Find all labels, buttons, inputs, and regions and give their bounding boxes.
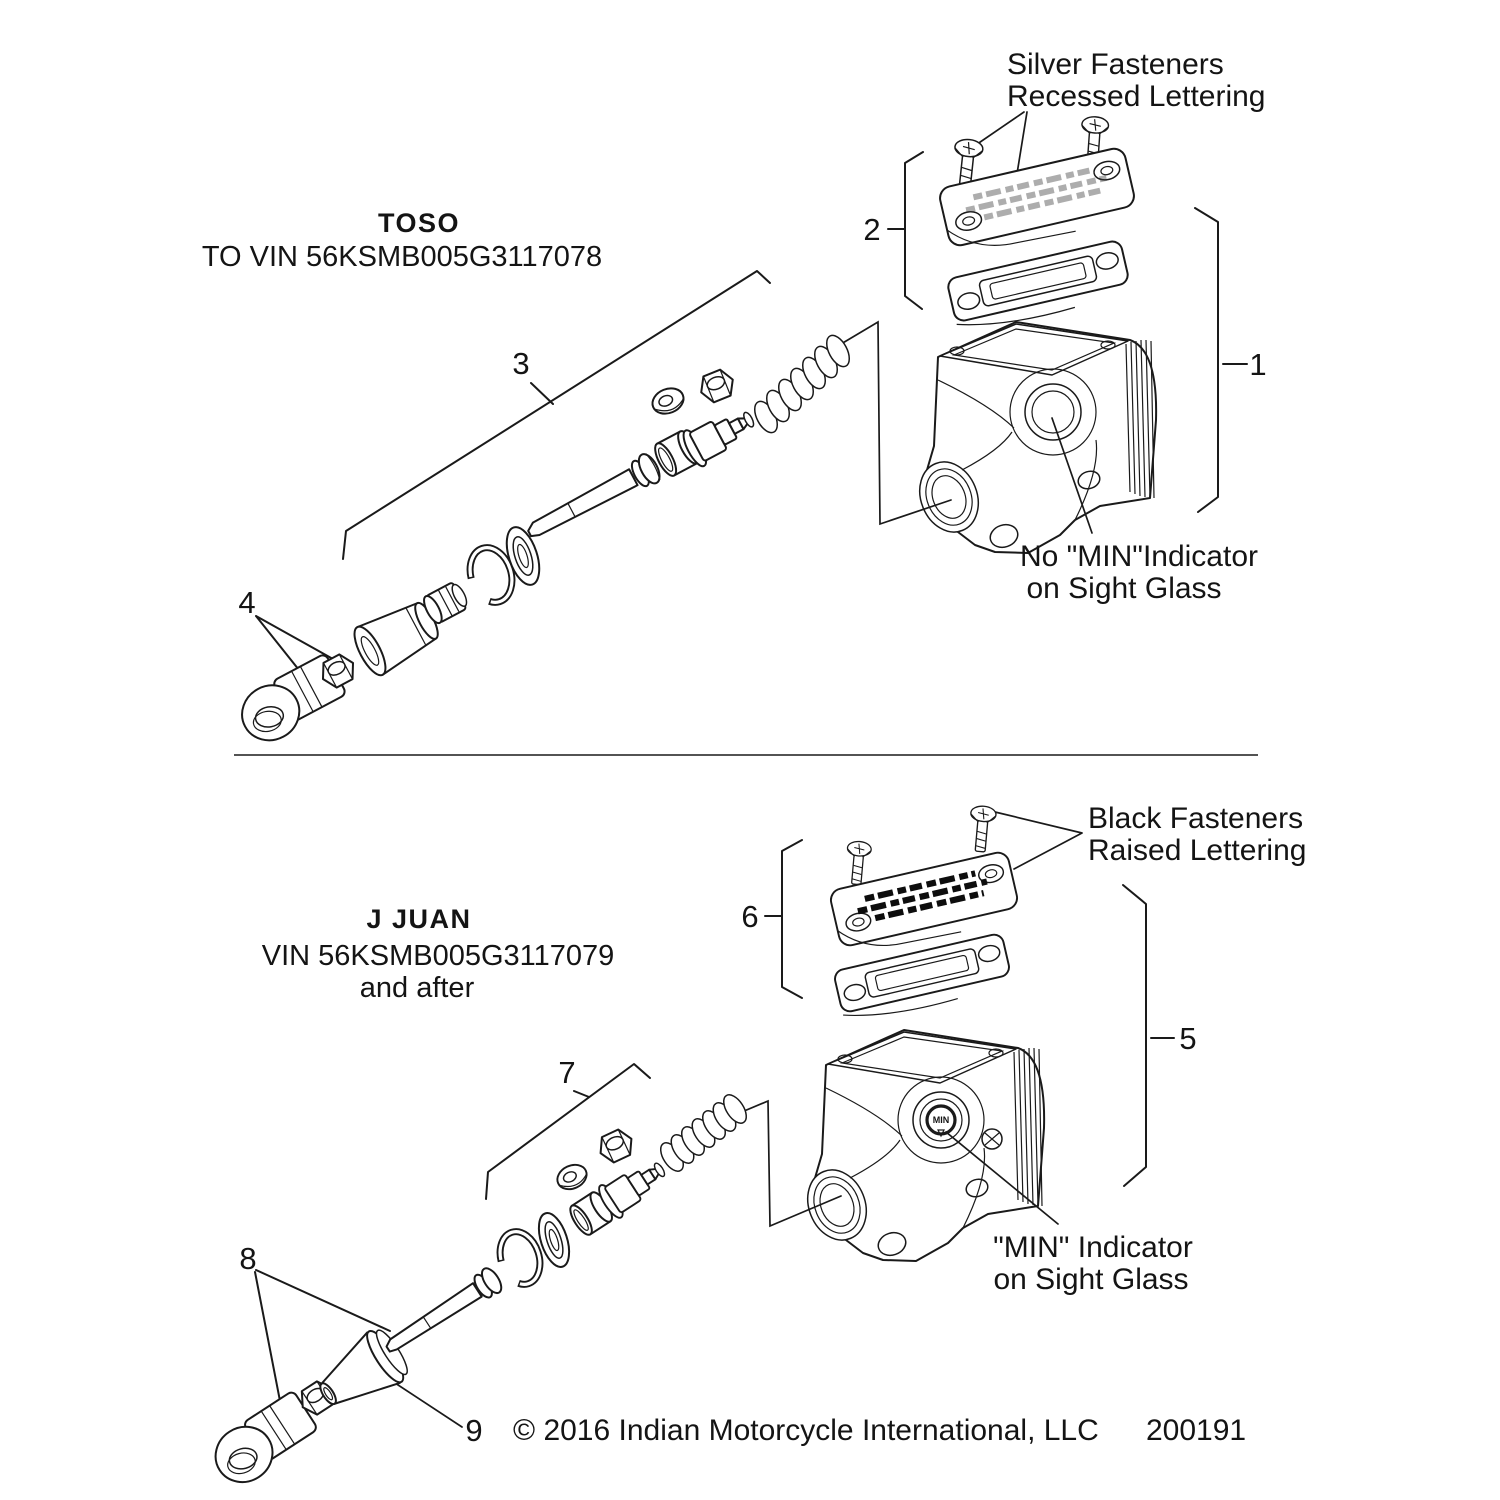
callout-8: 8 [239,1241,256,1276]
cup-seal-jjuan [569,1191,613,1236]
stop-plug [423,582,468,625]
piston-jjuan [598,1162,666,1219]
return-spring [753,334,851,434]
pushrod-jjuan [385,1267,503,1353]
vin-range-toso: TO VIN 56KSMB005G3117078 [202,241,602,273]
callout-4: 4 [238,585,255,620]
callout-3: 3 [512,346,529,381]
note-no-min-line2: on Sight Glass [1026,572,1221,605]
leader-sight-glass-toso [1051,417,1093,534]
callout-6: 6 [741,899,758,934]
note-black-fasteners-line2: Raised Lettering [1088,834,1306,867]
axis-line-toso [835,320,952,526]
vin-range-jjuan: VIN 56KSMB005G3117079 [262,940,615,972]
part-number: 200191 [1146,1414,1246,1447]
callout-2: 2 [863,212,880,247]
piston-washer-jjuan [552,1159,592,1195]
reservoir-cover-jjuan [827,849,1023,960]
cover-screw-right-jjuan [966,804,998,854]
note-min-line2: on Sight Glass [993,1263,1188,1296]
snap-ring-jjuan [496,1228,544,1288]
piston [682,411,755,468]
bracket-7 [485,1063,651,1200]
diaphragm-gasket-jjuan [832,931,1015,1027]
bracket-2 [887,151,924,310]
snap-ring [466,544,516,606]
note-silver-fasteners-line1: Silver Fasteners [1007,48,1224,81]
piston-nut-jjuan [593,1125,639,1167]
pushrod [527,453,661,538]
cover-lettering-raised [857,870,988,922]
piston-washer [647,382,689,420]
bracket-6 [764,839,803,999]
vin-range-jjuan-line2: and after [360,972,475,1004]
diaphragm-gasket [945,238,1134,337]
callout-5: 5 [1179,1021,1196,1056]
master-cylinder-body-jjuan [796,1029,1046,1262]
return-spring-jjuan [659,1094,748,1172]
section-title-toso: TOSO [378,208,460,238]
leader-8 [254,1269,391,1402]
cover-lettering-recessed [965,167,1108,221]
min-indicator: MIN [925,1104,957,1138]
bracket-3 [342,270,771,560]
boot-jjuan [319,1329,408,1406]
seal-washer [505,526,541,586]
note-min-line1: "MIN" Indicator [993,1231,1193,1264]
seal-washer-jjuan [537,1212,571,1268]
callout-9: 9 [465,1413,482,1448]
leader-4 [255,615,334,671]
leader-sight-glass-jjuan [945,1131,1059,1225]
master-cylinder-body [908,321,1158,554]
min-indicator-label: MIN [933,1115,950,1125]
leader-9 [391,1380,463,1428]
section-jjuan: J JUAN VIN 56KSMB005G3117079 and after B… [204,802,1306,1494]
note-no-min-line1: No "MIN"Indicator [1020,540,1258,573]
leader-black-fasteners [994,811,1083,870]
section-toso: TOSO TO VIN 56KSMB005G3117078 Silver Fas… [202,48,1267,752]
section-title-jjuan: J JUAN [366,904,471,934]
note-black-fasteners-line1: Black Fasteners [1088,802,1303,835]
axis-line-jjuan [736,1099,842,1228]
bleed-screw [981,1128,1003,1150]
reservoir-cover [936,145,1141,261]
copyright-text: © 2016 Indian Motorcycle International, … [513,1414,1099,1447]
cover-screw-left-jjuan [843,839,873,886]
callout-1: 1 [1249,347,1266,382]
callout-7: 7 [558,1055,575,1090]
piston-nut [694,365,740,407]
note-silver-fasteners-line2: Recessed Lettering [1007,80,1266,113]
bracket-1 [1194,207,1248,513]
bracket-5 [1122,884,1175,1187]
